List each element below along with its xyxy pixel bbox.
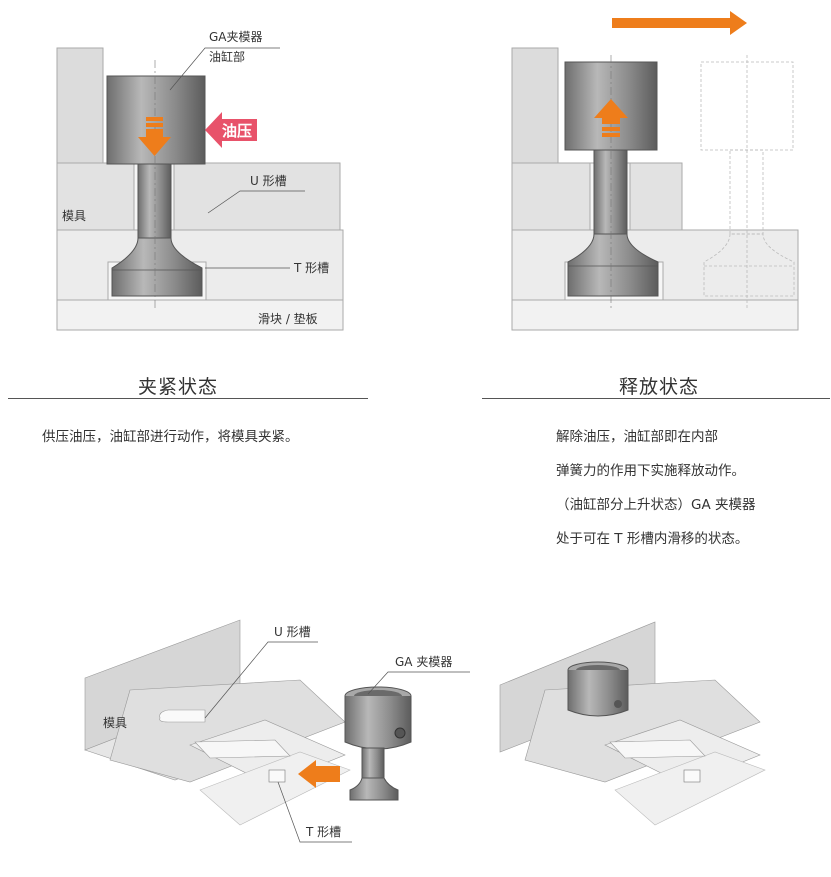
- slide-plate: [56, 299, 344, 331]
- piston-rod: [593, 149, 628, 235]
- t-slot-opening: [683, 769, 701, 783]
- u-slot-label: U 形槽: [250, 174, 287, 188]
- t-head: [111, 237, 203, 297]
- oil-arrow-icon: [205, 112, 257, 148]
- release-desc-line: 解除油压，油缸部即在内部: [556, 429, 718, 445]
- iso-t-slot-label: T 形槽: [305, 825, 341, 839]
- insert-arrow-icon: [298, 760, 340, 788]
- release-section: [511, 11, 799, 331]
- clamp-label: GA夹模器: [209, 30, 263, 44]
- release-description: 解除油压，油缸部即在内部 弹簧力的作用下实施释放动作。 （油缸部分上升状态）GA…: [556, 420, 756, 556]
- down-arrow-icon: [138, 129, 171, 156]
- t-slot-opening: [268, 769, 286, 783]
- clamp-divider: [8, 398, 368, 399]
- clamp-description: 供压油压，油缸部进行动作，将模具夹紧。: [42, 429, 299, 445]
- oil-label: 油压: [222, 122, 252, 140]
- release-desc-line: 弹簧力的作用下实施释放动作。: [556, 463, 745, 479]
- up-arrow-icon: [594, 99, 628, 124]
- release-title: 释放状态: [619, 376, 700, 398]
- piston-rod: [137, 163, 172, 239]
- iso-left: U 形槽 GA 夹模器 模具 T 形槽: [84, 619, 470, 843]
- iso-mold-label: 模具: [103, 716, 127, 730]
- release-desc-line: （油缸部分上升状态）GA 夹模器: [556, 497, 756, 513]
- slide-plate: [511, 299, 799, 331]
- mold-block: [56, 162, 341, 231]
- slide-label: 滑块 / 垫板: [258, 311, 318, 326]
- u-slot-opening: [159, 709, 206, 723]
- clamp-title: 夹紧状态: [138, 376, 219, 398]
- iso-clamp-label: GA 夹模器: [395, 655, 452, 669]
- release-desc-line: 处于可在 T 形槽内滑移的状态。: [556, 531, 749, 547]
- mold-label: 模具: [62, 209, 86, 223]
- t-head: [567, 233, 659, 297]
- release-divider: [482, 398, 830, 399]
- slide-arrow-icon: [612, 11, 747, 35]
- iso-right: [499, 621, 766, 826]
- cylinder-label: 油缸部: [209, 49, 245, 64]
- die-wall: [56, 47, 104, 164]
- clamp-section: 油压 GA夹模器 油缸部 U 形槽 模具 T 形槽 滑块 / 垫板: [56, 30, 344, 331]
- die-wall: [511, 47, 559, 164]
- t-slot-label: T 形槽: [293, 261, 329, 275]
- ghost-clamp: [700, 55, 795, 310]
- iso-u-slot-label: U 形槽: [274, 625, 311, 639]
